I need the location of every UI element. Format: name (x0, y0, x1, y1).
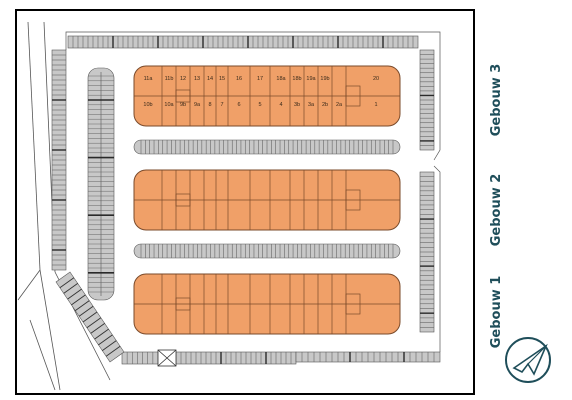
unit-label: 18b (292, 76, 301, 82)
unit-label: 19b (320, 76, 329, 82)
unit-label: 20 (373, 76, 379, 82)
unit-label: 18a (276, 76, 286, 82)
parking-right-upper (419, 49, 435, 151)
unit-label: 19a (306, 76, 316, 82)
compass-north-arrow-icon (505, 337, 551, 383)
building-2 (133, 169, 401, 231)
building-1 (133, 273, 401, 335)
unit-label: 13 (194, 76, 200, 82)
unit-label: 7 (220, 102, 223, 108)
unit-label: 2a (336, 102, 343, 108)
building-1-label: Gebouw 1 (489, 276, 504, 349)
internal-road-edges (65, 31, 441, 352)
unit-label: 9b (180, 102, 186, 108)
unit-label: 11a (144, 76, 154, 82)
unit-label: 2b (322, 102, 328, 108)
unit-label: 1 (374, 102, 377, 108)
parking-diagonal (55, 271, 125, 363)
unit-label: 3a (308, 102, 315, 108)
unit-label: 14 (207, 76, 213, 82)
parking-left-inner (87, 67, 115, 301)
unit-label: 10a (164, 102, 174, 108)
parking-right-lower (419, 171, 435, 333)
building-2-label: Gebouw 2 (489, 174, 504, 247)
unit-label: 10b (143, 102, 152, 108)
unit-label: 3b (294, 102, 300, 108)
unit-label: 4 (279, 102, 282, 108)
gate-marker (157, 349, 177, 367)
parking-left-outer (51, 49, 67, 271)
parking-bottom-right (295, 351, 441, 363)
unit-label: 17 (257, 76, 263, 82)
parking-bottom-left (121, 351, 159, 365)
unit-label: 9a (194, 102, 201, 108)
unit-label: 15 (219, 76, 225, 82)
unit-label: 5 (258, 102, 261, 108)
parking-between-2-1 (133, 243, 401, 259)
parking-spaces (51, 31, 441, 365)
unit-label: 11b (165, 76, 174, 82)
unit-label: 6 (237, 102, 240, 108)
parking-between-3-2 (133, 139, 401, 155)
unit-label: 12 (180, 76, 186, 82)
parking-top-row (67, 35, 419, 49)
unit-label: 16 (236, 76, 242, 82)
unit-label: 8 (208, 102, 211, 108)
building-3-label: Gebouw 3 (489, 64, 504, 137)
parking-bottom-mid (175, 351, 297, 365)
